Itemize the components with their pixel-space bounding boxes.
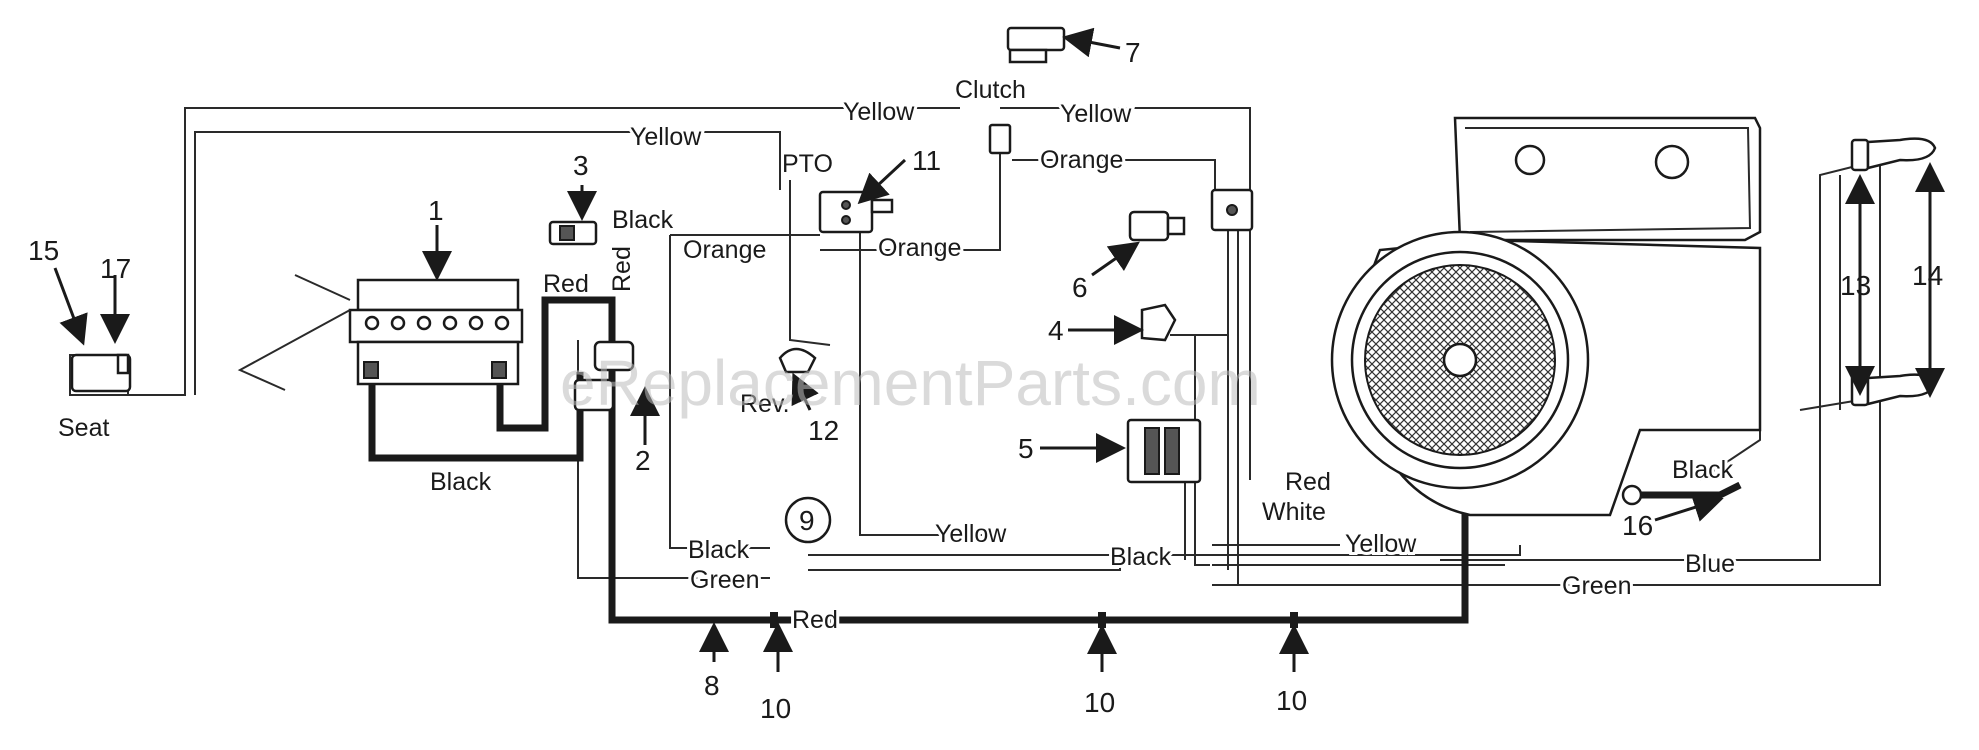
- wire-label-orange-left: Orange: [683, 236, 766, 264]
- pto-label: PTO: [782, 150, 833, 178]
- callout-2: 2: [635, 445, 651, 476]
- reverse-switch: [778, 347, 817, 374]
- wire-label-yellow-lower: Yellow: [935, 520, 1007, 548]
- wire-label-black-battery: Black: [430, 468, 492, 496]
- wire-label-red-vertical: Red: [608, 246, 636, 292]
- wire-label-yellow-second: Yellow: [630, 123, 702, 151]
- callout-7: 7: [1125, 37, 1141, 68]
- component-labels: Seat Clutch PTO Rev.: [58, 76, 1026, 442]
- wire-label-red-horizontal: Red: [543, 270, 589, 298]
- callout-15: 15: [28, 235, 59, 266]
- wire-label-green-lower-left: Green: [690, 566, 759, 594]
- wire-label-yellow-top: Yellow: [843, 98, 915, 126]
- battery: [237, 274, 524, 391]
- rev-label: Rev.: [740, 390, 790, 418]
- callout-6: 6: [1072, 272, 1088, 303]
- wire-label-yellow-engine: Yellow: [1345, 530, 1417, 558]
- callout-3: 3: [573, 150, 589, 181]
- wire-label-white-engine: White: [1262, 498, 1326, 526]
- solenoid-2: [573, 340, 635, 412]
- splice-points: [770, 612, 1298, 628]
- clutch-switch: [988, 26, 1066, 155]
- callout-9: 9: [799, 505, 815, 536]
- callout-11: 11: [912, 145, 941, 176]
- engine-connector: [1210, 188, 1254, 232]
- callout-14: 14: [1912, 260, 1943, 291]
- seat-label: Seat: [58, 414, 109, 442]
- wire-label-red-engine: Red: [1285, 468, 1331, 496]
- callout-10-right: 10: [1276, 685, 1307, 716]
- callout-8: 8: [704, 670, 720, 701]
- wire-label-black-switch: Black: [612, 206, 674, 234]
- clutch-label: Clutch: [955, 76, 1026, 104]
- callout-4: 4: [1048, 315, 1064, 346]
- callout-16: 16: [1622, 510, 1653, 541]
- wire-label-orange-mid: Orange: [878, 234, 961, 262]
- part-5-module: [1126, 418, 1202, 484]
- wire-label-yellow-clutch: Yellow: [1060, 100, 1132, 128]
- callout-5: 5: [1018, 433, 1034, 464]
- part-6-switch: [1128, 210, 1186, 242]
- callout-17: 17: [100, 253, 131, 284]
- callout-10-mid: 10: [1084, 687, 1115, 718]
- switch-3: [548, 220, 598, 246]
- callout-9-circle: [784, 496, 832, 544]
- wire-label-orange-clutch: Orange: [1040, 146, 1123, 174]
- ground-terminal: [1621, 484, 1643, 506]
- callout-1: 1: [428, 195, 444, 226]
- wire-label-black-ground: Black: [1672, 456, 1734, 484]
- callout-numbers: 1 2 3 4 5 6 7 8 9 10 10 10 11 12 13 14 1…: [28, 37, 1943, 724]
- wire-label-black-lower-mid: Black: [1110, 543, 1172, 571]
- pto-switch: [818, 190, 894, 234]
- callout-arrows: [53, 27, 1945, 672]
- callout-12: 12: [808, 415, 839, 446]
- wire-label-green-right: Green: [1562, 572, 1631, 600]
- watermark: eReplacementParts.com: [560, 347, 1261, 419]
- callout-13: 13: [1840, 270, 1871, 301]
- engine: [1330, 116, 1762, 517]
- seat-switch: [70, 353, 132, 393]
- wire-label-blue: Blue: [1685, 550, 1735, 578]
- callout-10-left: 10: [760, 693, 791, 724]
- wire-label-red-bottom: Red: [792, 606, 838, 634]
- wire-label-black-lower-left: Black: [688, 536, 750, 564]
- wire-labels: Yellow Yellow Yellow Orange Black Red Re…: [427, 95, 1738, 637]
